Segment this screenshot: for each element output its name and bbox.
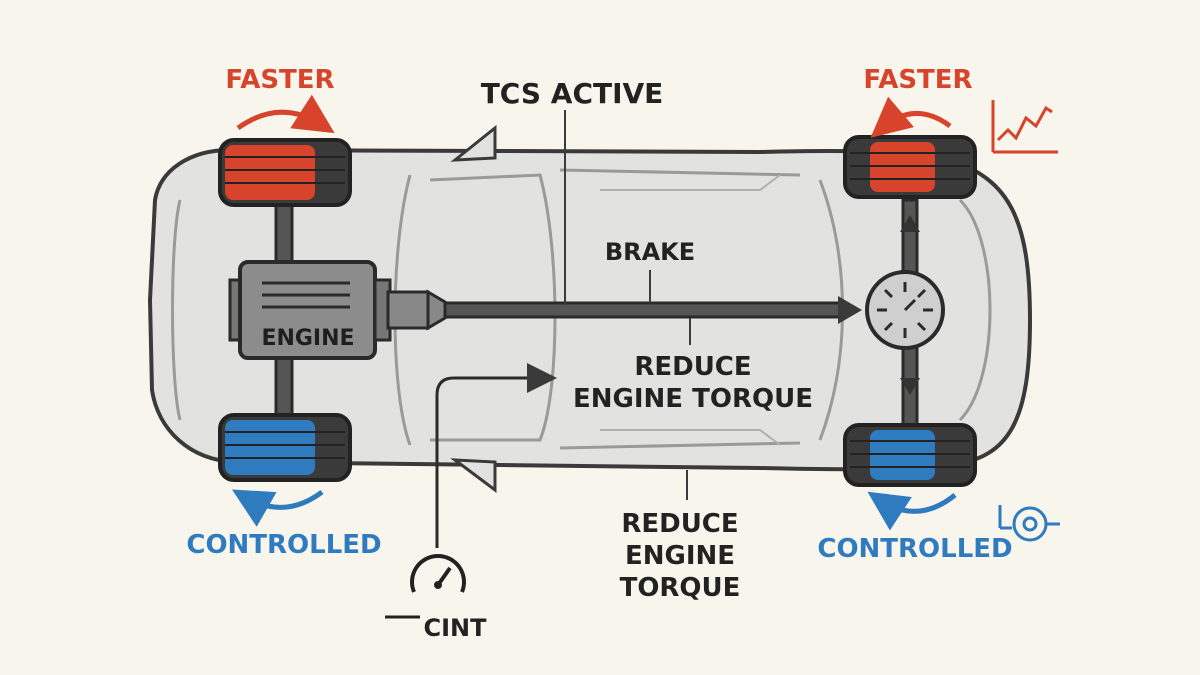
tcs-active-label: TCS ACTIVE xyxy=(481,77,664,110)
gauge-caption: CINT xyxy=(424,614,488,642)
controlled-arrow-front xyxy=(231,489,324,527)
driveshaft xyxy=(386,289,862,331)
front-left-wheel-faster xyxy=(218,138,352,207)
engine-block: ENGINE xyxy=(228,260,392,360)
reduce-torque-label-line2: ENGINE TORQUE xyxy=(573,384,813,414)
rear-left-wheel-faster xyxy=(843,135,977,199)
faster-arrow-front xyxy=(236,94,335,134)
rear-right-wheel-controlled xyxy=(843,423,977,487)
mirror-bottom xyxy=(450,458,497,493)
controlled-label-rear: CONTROLLED xyxy=(817,534,1012,564)
brake-label: BRAKE xyxy=(605,238,695,266)
engine-label: ENGINE xyxy=(261,326,354,351)
front-right-wheel-controlled xyxy=(218,413,352,482)
faster-label-rear: FASTER xyxy=(863,65,972,95)
controlled-label-front: CONTROLLED xyxy=(186,530,381,560)
faster-label-front: FASTER xyxy=(225,65,334,95)
reduce-torque-bottom-line1: REDUCE xyxy=(621,509,738,539)
controlled-arrow-rear xyxy=(867,491,957,531)
mirror-top xyxy=(450,124,497,162)
reduce-torque-bottom-line2: ENGINE xyxy=(625,541,735,571)
reduce-torque-bottom-line3: TORQUE xyxy=(620,573,741,603)
faster-arrow-rear xyxy=(870,96,952,138)
reduce-torque-label-line1: REDUCE xyxy=(634,352,751,382)
gauge-signal-arrow xyxy=(435,363,557,548)
trend-chart-icon xyxy=(991,100,1058,154)
differential xyxy=(865,270,945,350)
wheel-sensor-icon xyxy=(998,505,1060,542)
speedometer-icon xyxy=(410,554,466,593)
